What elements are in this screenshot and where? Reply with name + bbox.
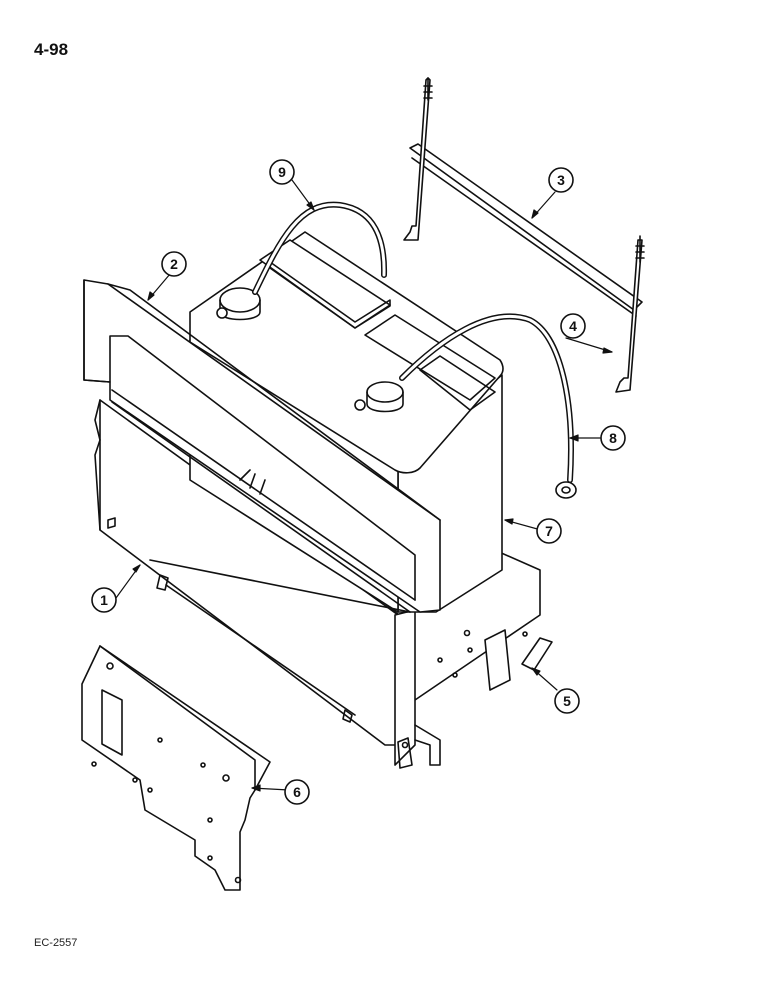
svg-text:3: 3 <box>557 172 565 188</box>
leader-lines <box>115 179 613 792</box>
callout-1: 1 <box>91 587 117 613</box>
callout-9: 9 <box>269 159 295 185</box>
callout-8: 8 <box>600 425 626 451</box>
callout-4: 4 <box>560 313 586 339</box>
callout-7: 7 <box>536 518 562 544</box>
svg-text:9: 9 <box>278 164 286 180</box>
reference-code: EC-2557 <box>34 937 78 949</box>
callout-6: 6 <box>284 779 310 805</box>
page-number: 4-98 <box>34 40 69 59</box>
hold-down-bar <box>409 143 643 317</box>
mounting-plate <box>81 645 271 891</box>
battery-cover <box>83 279 441 613</box>
callout-5: 5 <box>554 688 580 714</box>
rubber-strip <box>521 637 553 671</box>
callouts: 1 2 3 4 5 6 7 8 <box>91 159 626 805</box>
svg-text:2: 2 <box>170 256 178 272</box>
svg-text:5: 5 <box>563 693 571 709</box>
svg-text:7: 7 <box>545 523 553 539</box>
svg-text:6: 6 <box>293 784 301 800</box>
svg-text:1: 1 <box>100 592 108 608</box>
j-bolt-rods <box>403 77 645 393</box>
callout-3: 3 <box>548 167 574 193</box>
callout-2: 2 <box>161 251 187 277</box>
svg-text:8: 8 <box>609 430 617 446</box>
svg-text:4: 4 <box>569 318 577 334</box>
